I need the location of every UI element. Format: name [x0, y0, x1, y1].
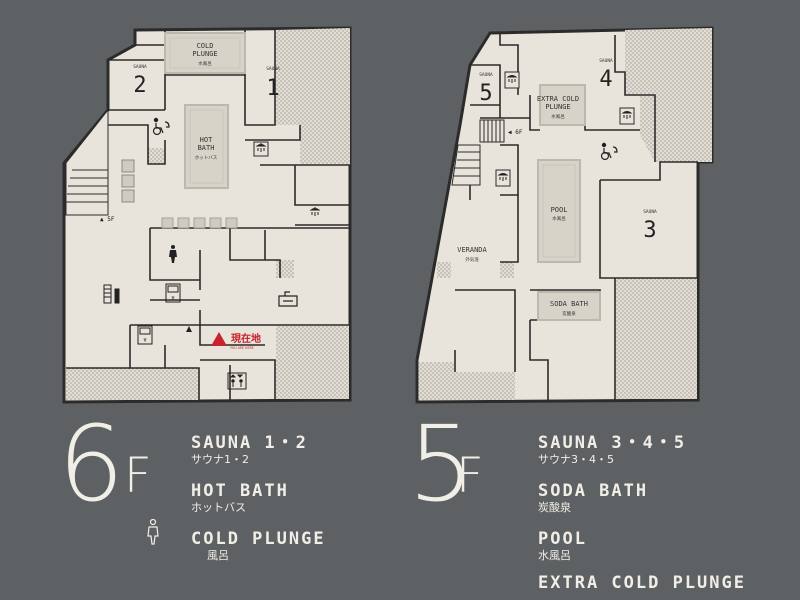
- shower-icon: [504, 71, 520, 89]
- floor6-hot-bath-label-2: BATH: [198, 144, 215, 152]
- floor6-number: 6: [58, 403, 124, 525]
- floor5-hatch-small: [437, 262, 451, 278]
- floor5-veranda-jp: 外気浴: [465, 256, 479, 263]
- floor6-hatch-small: [148, 148, 164, 164]
- floor6-plan: COLD PLUNGE 水風呂 SAUNA 2 SAUNA 1 HOT BATH…: [62, 26, 352, 404]
- floor6-sauna2-number: 2: [133, 73, 146, 98]
- legend-jp: サウナ1・2: [191, 453, 249, 466]
- floor5-hatch-topright: [625, 28, 712, 162]
- floor6-stairs-label: ▲ 5F: [100, 216, 115, 223]
- floor6-legend: SAUNA 1・2 サウナ1・2 HOT BATH ホットバス COLD PLU…: [191, 433, 326, 577]
- floor5-soda-bath-label: SODA BATH: [550, 300, 588, 308]
- floor5-sauna5-number: 5: [479, 81, 492, 106]
- accessible-toilet-icon: [152, 117, 170, 136]
- shower-icon: [309, 207, 321, 216]
- floor6-hatch-bottomleft: [66, 368, 199, 400]
- legend-item: COLD PLUNGE 風呂: [191, 529, 326, 563]
- legend-item: SAUNA 3・4・5 サウナ3・4・5: [538, 433, 746, 467]
- shower-icon: [495, 169, 511, 187]
- legend-en: SAUNA 1・2: [191, 433, 308, 453]
- floor5-sauna3-label: SAUNA: [643, 209, 657, 215]
- you-are-here-marker: 現在地 YOU ARE HERE: [211, 332, 261, 350]
- legend-item: POOL 水風呂: [538, 529, 746, 563]
- floor6-cold-plunge: [164, 32, 246, 74]
- floor5-number: 5: [408, 403, 475, 525]
- legend-en: SAUNA 3・4・5: [538, 433, 687, 453]
- floor6-hot-bath-jp: ホットバス: [195, 155, 218, 161]
- floor6-cold-plunge-jp: 水風呂: [198, 60, 212, 67]
- floor6-benches: [161, 217, 238, 229]
- floor6-suffix: F: [124, 448, 152, 504]
- triangle-up-icon: [186, 326, 192, 332]
- floor6-sauna2-label: SAUNA: [133, 64, 147, 70]
- elevator-icon: [227, 372, 247, 390]
- floor5-pool-jp: 水風呂: [552, 215, 566, 222]
- floor5-pool: [537, 159, 581, 263]
- floor6-hatch-bottomright: [276, 325, 349, 399]
- person-icon: [169, 245, 177, 263]
- floor5-extra-cold-plunge: [539, 84, 586, 126]
- floor6-sauna1-label: SAUNA: [266, 66, 280, 72]
- floor6-stairs: [65, 108, 109, 216]
- legend-item: SAUNA 1・2 サウナ1・2: [191, 433, 326, 467]
- legend-item: EXTRA COLD PLUNGE: [538, 573, 746, 593]
- floor5-extra-cold-plunge-label-2: PLUNGE: [545, 103, 570, 111]
- you-are-here-en: YOU ARE HERE: [230, 346, 254, 350]
- floor5-extra-cold-plunge-jp: 水風呂: [551, 113, 565, 120]
- floor5-stairs-label: ◀ 6F: [508, 129, 523, 136]
- svg-text:¥: ¥: [171, 296, 174, 302]
- floor6-hot-bath: [184, 104, 229, 189]
- legend-jp: サウナ3・4・5: [538, 453, 614, 466]
- vending-machine-icon: ¥: [137, 325, 153, 345]
- accessible-toilet-icon: [600, 142, 618, 161]
- floor6-hot-bath-label-1: HOT: [200, 136, 213, 144]
- floor6-cold-plunge-label-2: PLUNGE: [192, 50, 217, 58]
- floor6-hatch-small2: [276, 260, 294, 278]
- vending-machine-icon: ¥: [165, 283, 181, 303]
- legend-jp: 炭酸泉: [538, 501, 571, 514]
- legend-en: COLD PLUNGE: [191, 529, 326, 549]
- floor6-cold-plunge-label-1: COLD: [197, 42, 214, 50]
- floor5-hatch-bottomleft: [419, 362, 515, 400]
- floor5-sauna5-label: SAUNA: [479, 72, 493, 78]
- floor5-soda-bath-jp: 炭酸泉: [562, 310, 576, 317]
- legend-jp: ホットバス: [191, 501, 246, 514]
- legend-en: HOT BATH: [191, 481, 289, 501]
- floor5-soda-bath: [537, 291, 601, 321]
- floor5-suffix: F: [456, 448, 484, 504]
- floor5-extra-cold-plunge-label-1: EXTRA COLD: [537, 95, 579, 103]
- legend-jp: 水風呂: [538, 549, 571, 562]
- floor5-hatch-bottomright: [615, 278, 697, 399]
- floor5-sauna4-number: 4: [599, 67, 612, 92]
- floor6-hatch-topright: [275, 28, 350, 165]
- you-are-here-label: 現在地: [231, 332, 261, 345]
- legend-jp: 風呂: [207, 549, 229, 562]
- shower-icon: [253, 141, 269, 157]
- floor5-sauna4-label: SAUNA: [599, 58, 613, 64]
- floor5-sauna3-number: 3: [643, 218, 656, 243]
- locker-icon: [103, 284, 120, 304]
- legend-item: HOT BATH ホットバス: [191, 481, 326, 515]
- legend-en: POOL: [538, 529, 587, 549]
- legend-item: SODA BATH 炭酸泉: [538, 481, 746, 515]
- svg-text:¥: ¥: [143, 338, 146, 344]
- floor6-sauna1-number: 1: [266, 76, 279, 101]
- floor5-legend: SAUNA 3・4・5 サウナ3・4・5 SODA BATH 炭酸泉 POOL …: [538, 433, 746, 593]
- shower-icon: [619, 107, 635, 125]
- legend-en: EXTRA COLD PLUNGE: [538, 573, 746, 593]
- legend-en: SODA BATH: [538, 481, 649, 501]
- floor5-pool-label: POOL: [551, 206, 568, 214]
- sink-icon: [278, 291, 298, 307]
- person-icon: [146, 518, 160, 549]
- floor5-stairs: [451, 119, 505, 186]
- floor5-veranda-label: VERANDA: [457, 246, 487, 254]
- floor5-plan: SAUNA 5 EXTRA COLD PLUNGE 水風呂 SAUNA 4 ◀ …: [415, 26, 714, 404]
- floor5-hatch-small2: [500, 262, 514, 278]
